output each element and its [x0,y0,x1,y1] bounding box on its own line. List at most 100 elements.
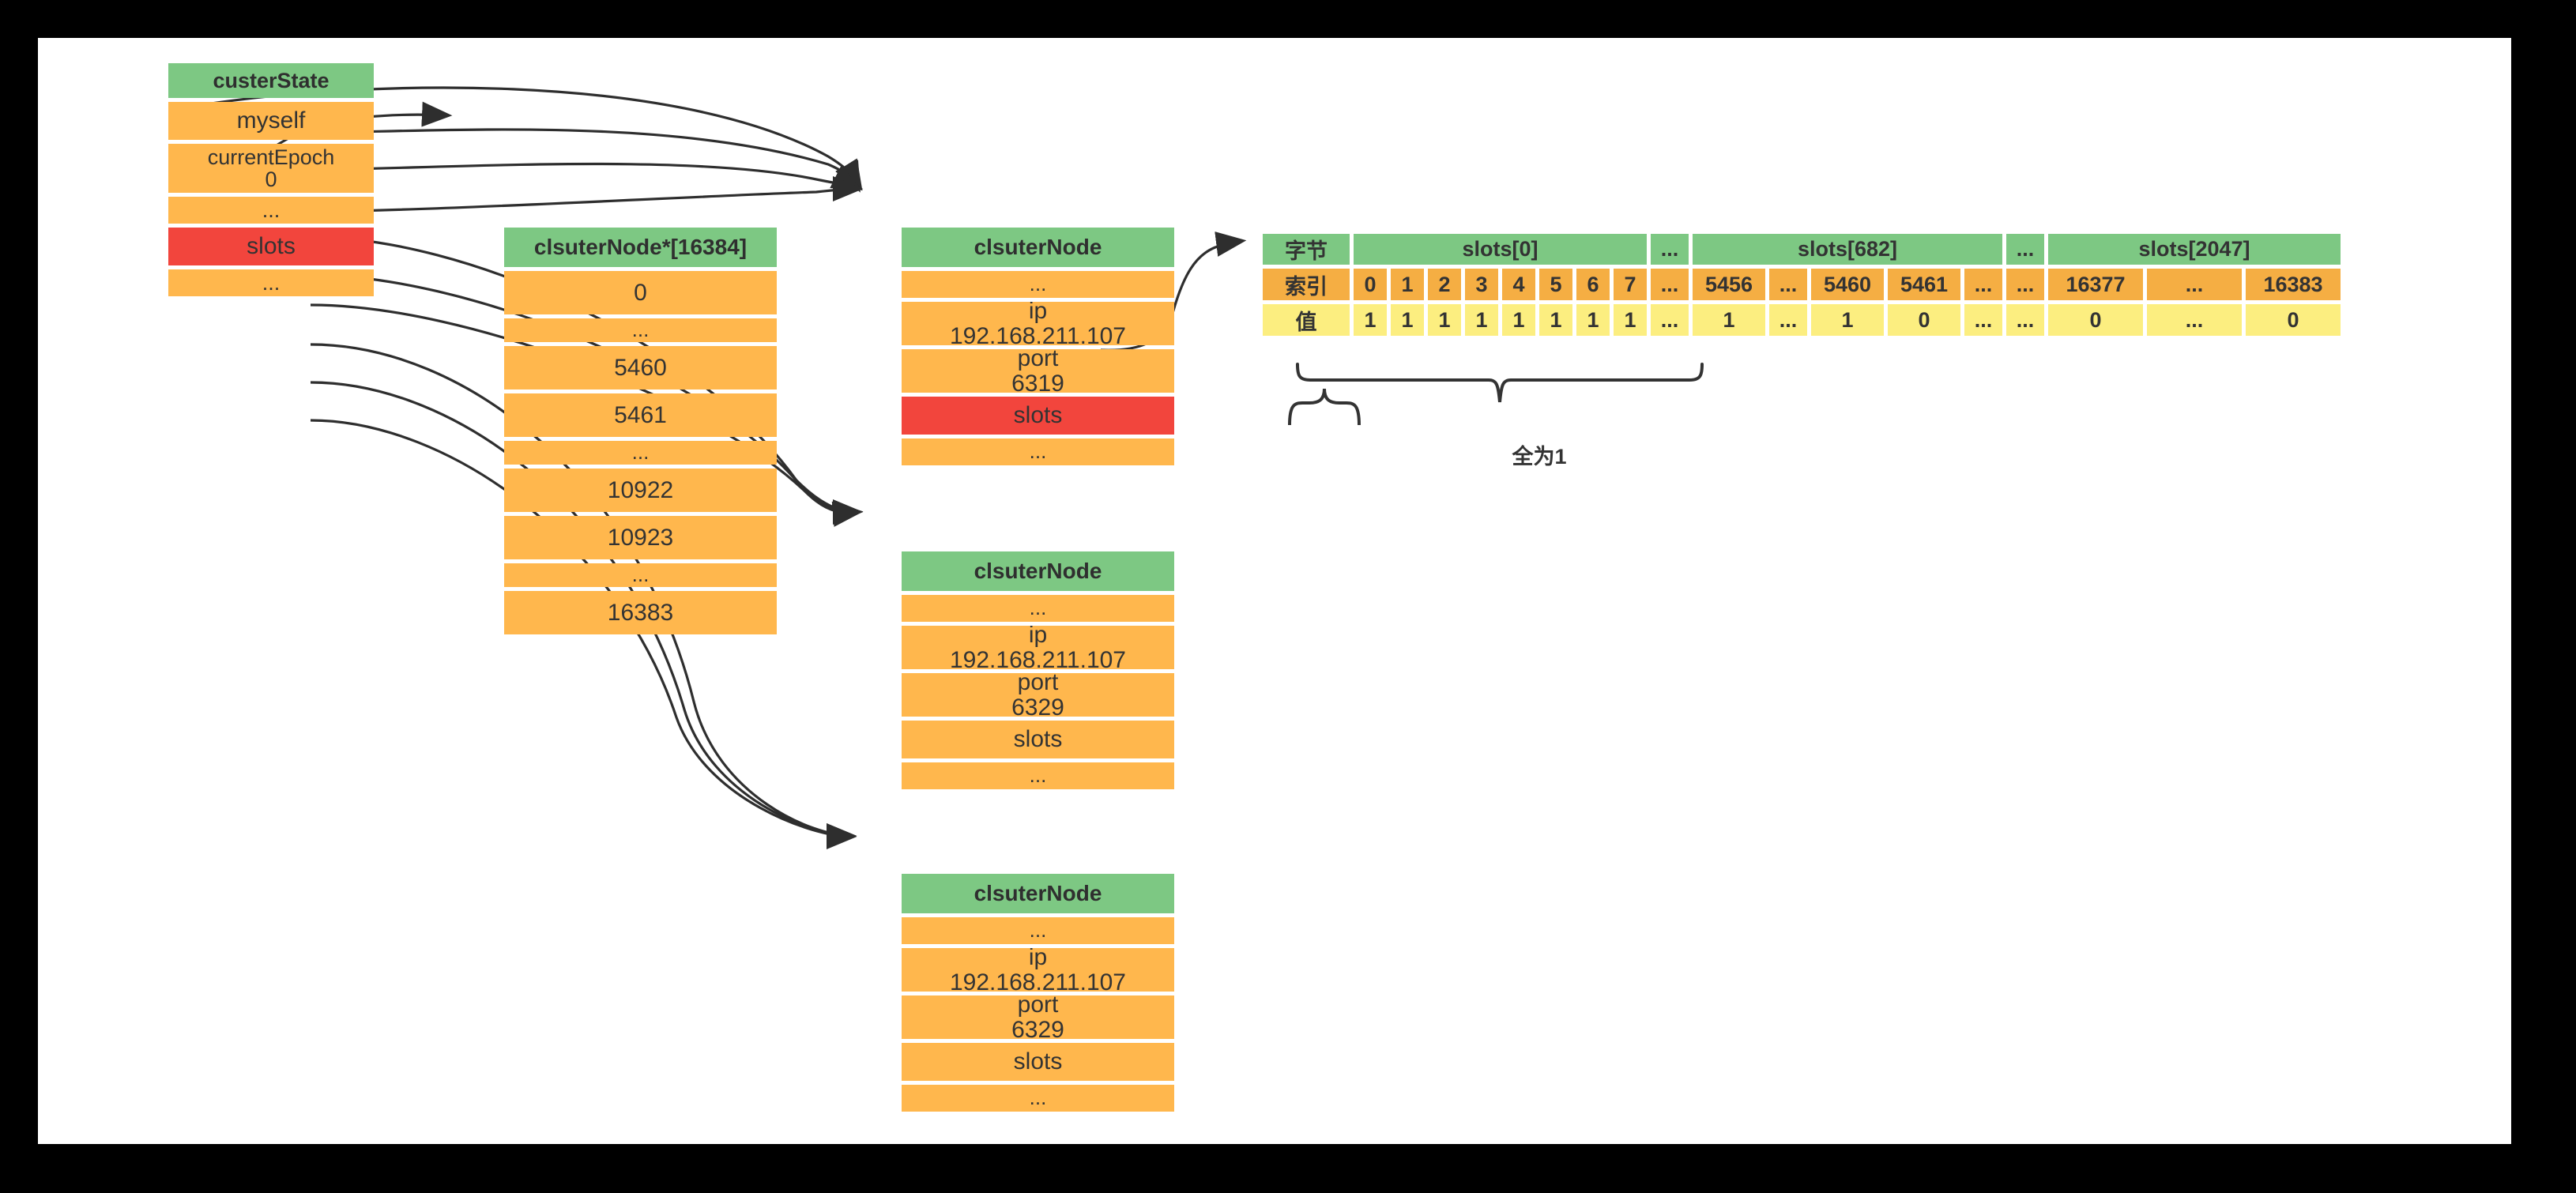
cluster-node-3-ip-label: ip [1028,948,1048,970]
slots-index-cell-9: 5456 [1693,269,1765,300]
slots-value-cell-17: 0 [2246,304,2341,336]
slots-group-682: slots[682] [1693,234,2002,265]
all-ones-label: 全为1 [1512,445,1567,469]
cluster-state-row-slots: slots [168,228,374,265]
cluster-node-2-ip-label: ip [1028,626,1048,648]
cluster-node-1-dots-top: ... [902,271,1174,298]
cluster-node-3-port: port 6329 [902,995,1174,1039]
slots-index-cell-15: 16377 [2048,269,2143,300]
slots-value-cell-12: 0 [1888,304,1960,336]
cluster-node-3-dots-bottom: ... [902,1085,1174,1112]
slots-value-cell-9: 1 [1693,304,1765,336]
slots-index-cell-10: ... [1769,269,1807,300]
edge-array5460-to-node1 [310,176,864,213]
connector-layer [205,86,1361,849]
slots-table-group-row: 字节 slots[0] ... slots[682] ... slots[204… [1263,234,2341,265]
cluster-node-1-ip-value: 192.168.211.107 [950,322,1126,345]
cluster-node-3-dots-top: ... [902,917,1174,944]
slots-value-cell-3: 1 [1465,304,1498,336]
node-array-header: clsuterNode*[16384] [504,228,777,267]
node-array-row-0: 0 [504,271,777,314]
slots-group-dots-1: ... [1651,234,1689,265]
node-array-row-7: ... [504,563,777,587]
slots-index-cell-7: 7 [1614,269,1647,300]
slots-group-2047: slots[2047] [2048,234,2341,265]
slots-index-cell-3: 3 [1465,269,1498,300]
diagram-canvas: custerState myself currentEpoch 0 ... sl… [38,38,2511,1144]
slots-index-cell-2: 2 [1428,269,1461,300]
slots-group-0: slots[0] [1354,234,1647,265]
slots-index-cell-16: ... [2147,269,2242,300]
cluster-node-2-ip: ip 192.168.211.107 [902,626,1174,669]
cluster-node-1-port-value: 6319 [1011,370,1064,393]
slots-index-cell-1: 1 [1391,269,1424,300]
slots-value-cell-11: 1 [1811,304,1884,336]
edge-arraydots1-to-node1 [310,162,863,190]
slots-index-cell-17: 16383 [2246,269,2341,300]
slots-table-value-row: 值 1 1 1 1 1 1 1 1 ... 1 ... 1 0 ... ... [1263,304,2341,336]
slots-value-cell-5: 1 [1539,304,1572,336]
cluster-node-3-slots: slots [902,1043,1174,1081]
slots-index-cell-4: 4 [1502,269,1535,300]
cluster-state-row-currentepoch: currentEpoch 0 [168,144,374,193]
slots-bitmap-table: 字节 slots[0] ... slots[682] ... slots[204… [1259,230,2344,340]
slots-value-cell-6: 1 [1576,304,1610,336]
slots-value-cell-4: 1 [1502,304,1535,336]
slots-index-cell-13: ... [1964,269,2002,300]
cluster-node-2-port-value: 6329 [1011,694,1064,717]
node-array-row-6: 10923 [504,516,777,559]
cluster-node-box-2: clsuterNode ... ip 192.168.211.107 port … [902,551,1174,789]
cluster-node-2-ip-value: 192.168.211.107 [950,646,1126,669]
cluster-state-row-myself: myself [168,102,374,140]
slots-index-cell-14: ... [2006,269,2044,300]
cluster-node-1-ip: ip 192.168.211.107 [902,302,1174,345]
currentepoch-value: 0 [265,167,277,191]
cluster-node-2-port: port 6329 [902,673,1174,717]
slots-value-cell-0: 1 [1354,304,1387,336]
slots-value-cell-15: 0 [2048,304,2143,336]
slots-value-cell-10: ... [1769,304,1807,336]
cluster-node-3-ip-value: 192.168.211.107 [950,969,1126,992]
edge-array0-to-node1 [310,128,861,193]
cluster-state-header: custerState [168,63,374,98]
slots-group-dots-2: ... [2006,234,2044,265]
cluster-node-1-slots: slots [902,397,1174,435]
node-array-row-4: ... [504,441,777,465]
node-array-row-2: 5460 [504,346,777,390]
slots-table-label-index: 索引 [1263,269,1350,300]
cluster-node-3-port-label: port [1017,995,1059,1018]
cluster-state-row-dots-2: ... [168,269,374,296]
cluster-node-box-1: clsuterNode ... ip 192.168.211.107 port … [902,228,1174,465]
cluster-node-2-header: clsuterNode [902,551,1174,591]
cluster-node-2-slots: slots [902,721,1174,758]
slots-index-cell-6: 6 [1576,269,1610,300]
slots-index-cell-8: ... [1651,269,1689,300]
all-ones-brace [1296,363,1704,403]
slots-index-cell-11: 5460 [1811,269,1884,300]
cluster-node-2-dots-bottom: ... [902,762,1174,789]
slots-index-cell-5: 5 [1539,269,1572,300]
node-array-row-3: 5461 [504,393,777,437]
cluster-node-3-ip: ip 192.168.211.107 [902,948,1174,992]
cluster-node-1-ip-label: ip [1028,302,1048,324]
slots-value-cell-2: 1 [1428,304,1461,336]
slots-table-index-row: 索引 0 1 2 3 4 5 6 7 ... 5456 ... 5460 546… [1263,269,2341,300]
slots-value-cell-1: 1 [1391,304,1424,336]
node-array-row-1: ... [504,318,777,342]
node-array-box: clsuterNode*[16384] 0 ... 5460 5461 ... … [504,228,777,634]
node-array-row-5: 10922 [504,469,777,512]
slots-table-label-byte: 字节 [1263,234,1350,265]
cluster-node-3-port-value: 6329 [1011,1016,1064,1039]
slots-table-label-value: 值 [1263,304,1350,336]
cluster-node-1-port-label: port [1017,349,1059,371]
cluster-node-box-3: clsuterNode ... ip 192.168.211.107 port … [902,874,1174,1112]
slots-value-cell-7: 1 [1614,304,1647,336]
cluster-node-3-header: clsuterNode [902,874,1174,913]
cluster-node-2-port-label: port [1017,673,1059,695]
slots-index-cell-0: 0 [1354,269,1387,300]
slots-index-cell-12: 5461 [1888,269,1960,300]
cluster-node-1-port: port 6319 [902,349,1174,393]
currentepoch-label: currentEpoch [207,145,335,169]
slots-value-cell-13: ... [1964,304,2002,336]
